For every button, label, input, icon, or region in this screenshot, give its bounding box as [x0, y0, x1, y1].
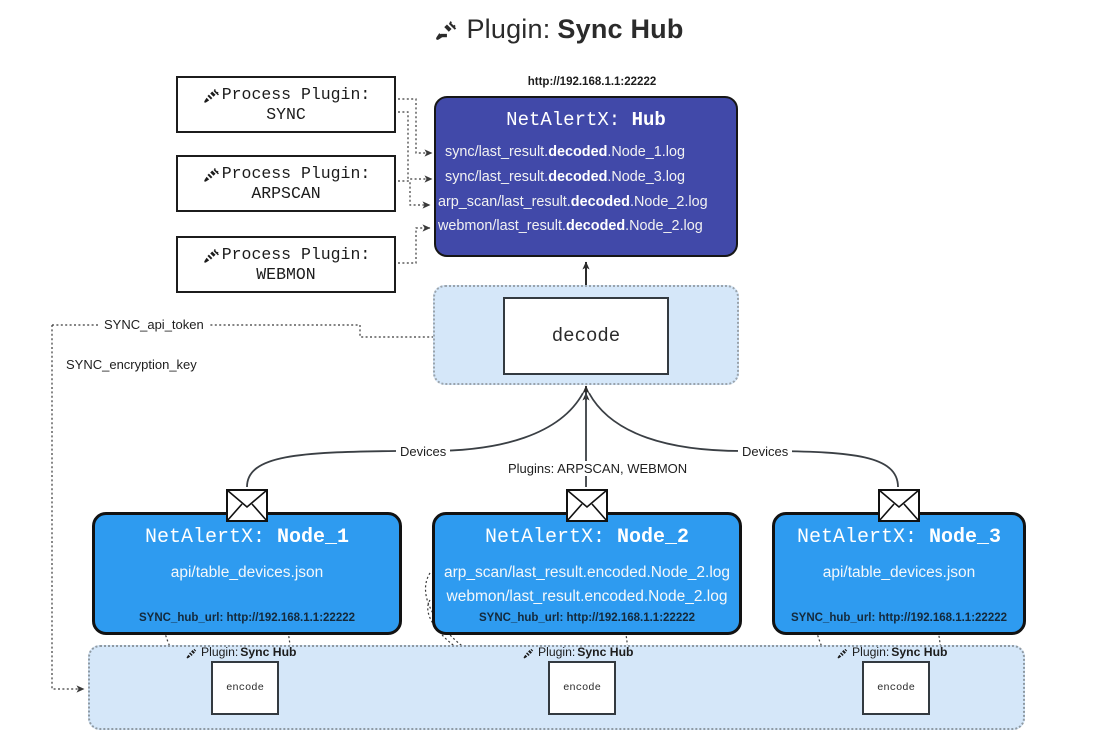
hub-log-post: .Node_3.log — [607, 168, 685, 185]
hub-log-pre: sync/last_result. — [445, 144, 549, 160]
node-title-prefix: NetAlertX: — [144, 526, 265, 549]
node-box-node-1[interactable]: NetAlertX: Node_1 api/table_devices.json… — [92, 512, 402, 635]
node-title-name: Node_3 — [929, 526, 1002, 549]
page-title: Plugin: Sync Hub — [0, 14, 1117, 45]
hub-log-post: .Node_1.log — [607, 144, 685, 160]
envelope-icon — [878, 489, 920, 522]
node-title: NetAlertX: Node_2 — [485, 526, 689, 549]
hub-title: NetAlertX: Hub — [506, 109, 666, 131]
hub-log-line: sync/last_result.decoded.Node_3.log — [436, 165, 685, 190]
envelope-icon — [226, 489, 268, 522]
node-log-line: webmon/last_result.encoded.Node_2.log — [446, 588, 728, 606]
process-plugin-label: Process Plugin: — [221, 164, 371, 184]
decode-box[interactable]: decode — [503, 297, 669, 375]
node-title-prefix: NetAlertX: — [796, 526, 917, 549]
encoder-plugin-prefix: Plugin: — [852, 645, 890, 659]
node-log-line: api/table_devices.json — [822, 564, 976, 581]
process-plugin-box-webmon[interactable]: Process Plugin: WEBMON — [176, 236, 396, 293]
hub-log-line: sync/last_result.decoded.Node_1.log — [436, 140, 685, 165]
hub-log-mid: decoded — [548, 144, 608, 160]
plug-icon — [202, 86, 221, 105]
encode-box-3[interactable]: encode — [862, 661, 930, 715]
hub-title-name: Hub — [631, 109, 666, 131]
edge-label-devices-left: Devices — [396, 444, 451, 459]
process-plugin-label: Process Plugin: — [221, 245, 371, 265]
encode-box-1[interactable]: encode — [211, 661, 279, 715]
page-title-name: Sync Hub — [557, 14, 684, 44]
encoder-plugin-label-2: Plugin: Sync Hub — [522, 645, 633, 659]
encoder-plugin-label-1: Plugin: Sync Hub — [185, 645, 296, 659]
node-log-line: api/table_devices.json — [170, 564, 324, 581]
plug-icon — [836, 646, 850, 660]
edge-label-sync-api-token: SYNC_api_token — [100, 317, 208, 332]
node-title: NetAlertX: Node_1 — [145, 526, 349, 549]
plug-icon — [433, 17, 459, 43]
node-box-node-3[interactable]: NetAlertX: Node_3 api/table_devices.json… — [772, 512, 1026, 635]
encoder-plugin-label-3: Plugin: Sync Hub — [836, 645, 947, 659]
hub-log-line: arp_scan/last_result.decoded.Node_2.log — [436, 190, 708, 215]
page-title-prefix: Plugin: — [466, 14, 551, 44]
node-hub-url: SYNC_hub_url: http://192.168.1.1:22222 — [790, 612, 1008, 624]
node-title: NetAlertX: Node_3 — [797, 526, 1001, 549]
plug-icon — [202, 246, 221, 265]
encode-box-2[interactable]: encode — [548, 661, 616, 715]
hub-title-prefix: NetAlertX: — [506, 109, 621, 131]
node-title-name: Node_2 — [617, 526, 690, 549]
edge-label-plugins: Plugins: ARPSCAN, WEBMON — [504, 461, 692, 476]
encoder-plugin-name: Sync Hub — [891, 645, 948, 659]
hub-log-post: .Node_2.log — [625, 218, 703, 235]
plug-icon — [185, 646, 199, 660]
hub-log-pre: sync/last_result. — [445, 168, 549, 185]
process-plugin-name: ARPSCAN — [251, 183, 321, 203]
node-title-name: Node_1 — [277, 526, 350, 549]
hub-log-mid: decoded — [570, 193, 630, 210]
hub-log-post: .Node_2.log — [629, 193, 708, 210]
hub-log-pre: webmon/last_result. — [438, 218, 566, 235]
hub-log-mid: decoded — [548, 168, 608, 185]
edge-label-sync-encryption-key: SYNC_encryption_key — [62, 357, 201, 372]
process-plugin-box-arpscan[interactable]: Process Plugin: ARPSCAN — [176, 155, 396, 212]
edge-label-devices-right: Devices — [738, 444, 793, 459]
envelope-icon — [566, 489, 608, 522]
process-plugin-name: WEBMON — [256, 264, 316, 284]
encoder-plugin-prefix: Plugin: — [201, 645, 239, 659]
node-title-prefix: NetAlertX: — [484, 526, 605, 549]
process-plugin-label: Process Plugin: — [221, 85, 371, 105]
node-hub-url: SYNC_hub_url: http://192.168.1.1:22222 — [478, 612, 696, 624]
hub-box[interactable]: NetAlertX: Hub sync/last_result.decoded.… — [434, 96, 738, 257]
plug-icon — [202, 165, 221, 184]
hub-log-line: webmon/last_result.decoded.Node_2.log — [436, 214, 703, 239]
hub-url-label: http://192.168.1.1:22222 — [527, 76, 657, 88]
node-log-line: arp_scan/last_result.encoded.Node_2.log — [443, 564, 731, 581]
process-plugin-box-sync[interactable]: Process Plugin: SYNC — [176, 76, 396, 133]
node-hub-url: SYNC_hub_url: http://192.168.1.1:22222 — [138, 612, 356, 624]
node-box-node-2[interactable]: NetAlertX: Node_2 arp_scan/last_result.e… — [432, 512, 742, 635]
hub-log-pre: arp_scan/last_result. — [438, 193, 571, 210]
process-plugin-name: SYNC — [266, 104, 306, 124]
encoder-plugin-prefix: Plugin: — [538, 645, 576, 659]
encoder-plugin-name: Sync Hub — [240, 645, 297, 659]
encoder-plugin-name: Sync Hub — [577, 645, 634, 659]
plug-icon — [522, 646, 536, 660]
hub-log-mid: decoded — [565, 218, 626, 235]
